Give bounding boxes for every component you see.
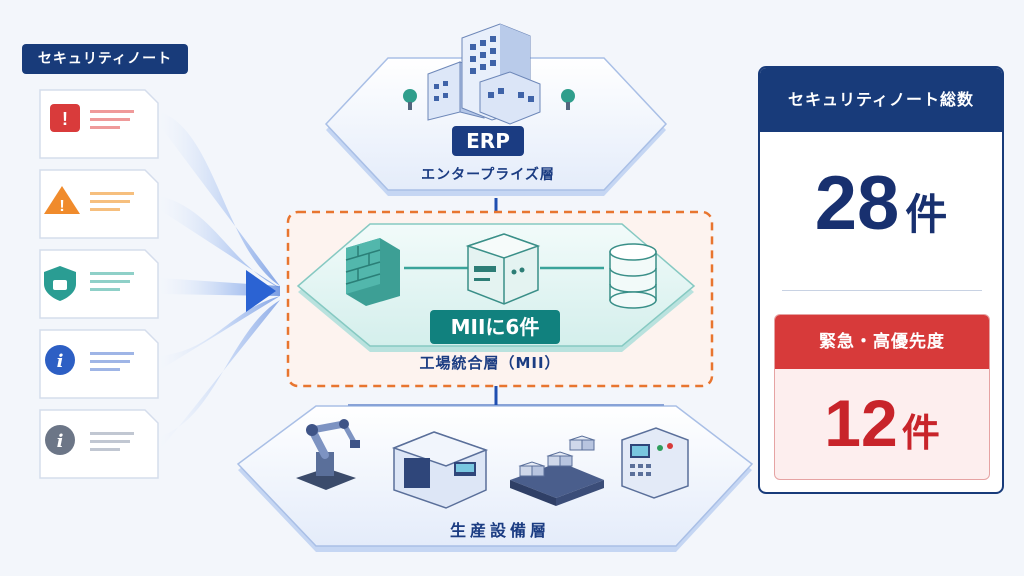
note-card-5[interactable]: i — [39, 409, 159, 479]
mii-platform — [296, 223, 696, 352]
robot-arm-icon — [296, 419, 360, 490]
svg-text:i: i — [57, 431, 64, 452]
conveyor-icon — [510, 435, 604, 506]
mii-layer-subtitle: 工場統合層（MII） — [419, 354, 561, 372]
data-flow-streams — [160, 112, 280, 450]
urgent-unit: 件 — [901, 411, 940, 455]
note-card-3[interactable] — [39, 249, 159, 319]
production-layer-subtitle: 生産設備層 — [449, 521, 550, 540]
erp-layer-subtitle: エンタープライズ層 — [421, 167, 555, 183]
notes-title: セキュリティノート — [22, 44, 188, 74]
control-panel-icon — [621, 427, 689, 499]
erp-layer-label: ERP — [452, 126, 524, 156]
note-card-2[interactable]: ! — [39, 169, 159, 239]
erp-platform — [324, 23, 668, 196]
total-unit: 件 — [905, 190, 948, 239]
note-card-4[interactable]: i — [39, 329, 159, 399]
database-icon — [609, 243, 657, 309]
error-icon — [50, 104, 80, 132]
summary-divider — [782, 290, 982, 291]
production-platform — [236, 405, 754, 552]
flow-arrow-icon — [246, 270, 276, 312]
tree-icon — [403, 89, 417, 103]
cnc-machine-icon — [391, 431, 489, 509]
mii-layer-label: MIIに6件 — [430, 310, 560, 344]
warning-icon — [44, 186, 80, 214]
total-value: 28 — [814, 161, 900, 246]
urgent-value: 12 — [824, 386, 898, 460]
svg-text:i: i — [57, 351, 64, 372]
firewall-icon — [345, 238, 400, 306]
info-gray-icon — [45, 425, 75, 455]
note-card-1[interactable]: ! — [39, 89, 159, 159]
office-building-icon — [427, 23, 541, 125]
mii-server-icon — [465, 233, 541, 305]
svg-text:!: ! — [59, 198, 64, 215]
summary-title: セキュリティノート総数 — [760, 68, 1002, 132]
svg-text:!: ! — [62, 109, 68, 129]
urgent-title: 緊急・高優先度 — [775, 315, 989, 369]
info-icon — [45, 345, 75, 375]
tree-icon — [561, 89, 575, 103]
